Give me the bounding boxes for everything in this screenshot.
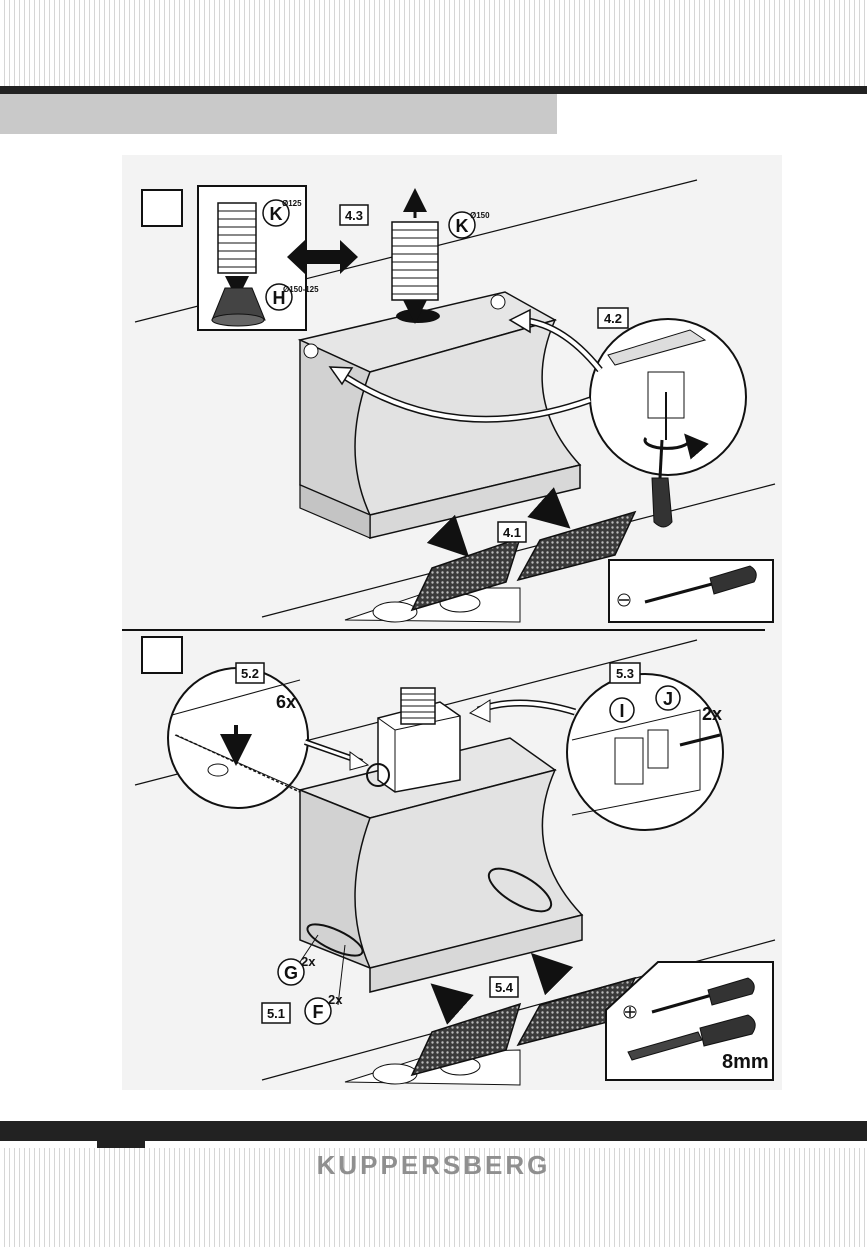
top-stripe-pattern [0,0,867,86]
flat-screwdriver-icon [644,565,757,604]
step-5-diagram: 5.2 6x 5.3 I J 2x 5.4 G 2x F 2x [134,636,776,1086]
grease-filter [516,510,637,582]
brand-logo: KUPPERSBERG [316,1150,551,1180]
bottom-stripe-pattern [0,1148,867,1247]
callout-f [304,997,332,1025]
step-4-3-label: 4.3 [345,208,363,223]
callout-g [277,958,305,986]
step-4-2-label: 4.2 [604,311,622,326]
callout-i [609,697,635,723]
detail-cap [607,329,707,366]
step-5-number-box [141,636,183,674]
step-5-2-label: 5.2 [241,666,259,681]
worktop-line [261,483,776,618]
wrench-size-label: 8mm [722,1051,769,1073]
callout-k-letter: K [456,216,469,236]
screws-qty-label: 6x [276,692,296,712]
screw-highlight [366,763,390,787]
hood-side-rail [299,484,371,539]
filter-arrow [527,487,571,529]
flexible-duct [400,687,436,725]
filter-arrow [530,952,574,996]
step-4-number-box [141,189,183,227]
grease-filter [410,1002,522,1077]
step-4-1-label: 4.1 [503,525,521,540]
filter-arrow [426,514,470,558]
step-5-1-box [261,1002,291,1024]
bracket-j [647,729,669,769]
keyhole-slot [207,763,229,777]
callout-k-150 [448,211,476,239]
grease-filter [516,976,637,1047]
flexible-duct-150 [391,221,439,301]
callout-k-dia-150: Ø150 [470,211,490,220]
swap-double-arrow [287,240,358,274]
step-4-diagram: K Ø125 H Ø150-125 K Ø150 4.3 4.2 [134,179,776,623]
hob-burner [372,1063,418,1085]
header-bar [0,86,867,94]
footer-bar [0,1121,867,1141]
screw-highlight [306,923,364,957]
callout-k-dia-125: Ø125 [282,199,302,208]
callout-h-letter: H [273,288,286,308]
callout-k-letter: K [270,204,283,224]
detail-circle-5-3 [566,673,724,831]
callout-h-dia: Ø150-125 [283,285,319,294]
step-4-1-box [497,521,527,543]
callout-h [265,283,293,311]
hood-screw-cap [490,294,506,310]
step-4-3-box [339,204,369,226]
filter-arrow [430,983,474,1025]
step-5-3-box [609,662,641,684]
callout-f-letter: F [313,1002,324,1022]
step-5-3-label: 5.3 [616,666,634,681]
screw-highlight [487,867,553,913]
duct-outlet [396,309,440,323]
callout-j [655,685,681,711]
step-5-4-label: 5.4 [495,980,514,995]
step-5-4-box [489,976,519,998]
callout-j-qty: 2x [702,704,722,724]
callout-k-125 [262,199,290,227]
section-title-band [0,94,557,134]
hood-screw-cap [303,343,319,359]
installation-illustration: K Ø125 H Ø150-125 K Ø150 4.3 4.2 [122,155,782,1090]
step-5-1-label: 5.1 [267,1006,285,1021]
callout-j-letter: J [663,689,673,709]
phillips-screwdriver-icon [651,977,755,1014]
callout-g-qty: 2x [301,954,316,969]
footer-tab [97,1141,145,1148]
bracket-i [614,737,644,785]
step-4-2-box [597,307,629,329]
callout-g-letter: G [284,963,298,983]
wall-screw [679,733,721,747]
screwdriver [651,439,673,528]
callout-f-qty: 2x [328,992,343,1007]
step-5-2-box [235,662,265,684]
hood-front-rail [369,914,583,993]
rotate-arrow [643,433,709,460]
motor-housing [377,701,461,793]
hob-burner [372,601,418,623]
flexible-duct-125 [217,202,257,274]
socket-wrench-icon [627,1014,756,1061]
callout-i-letter: I [619,701,624,721]
